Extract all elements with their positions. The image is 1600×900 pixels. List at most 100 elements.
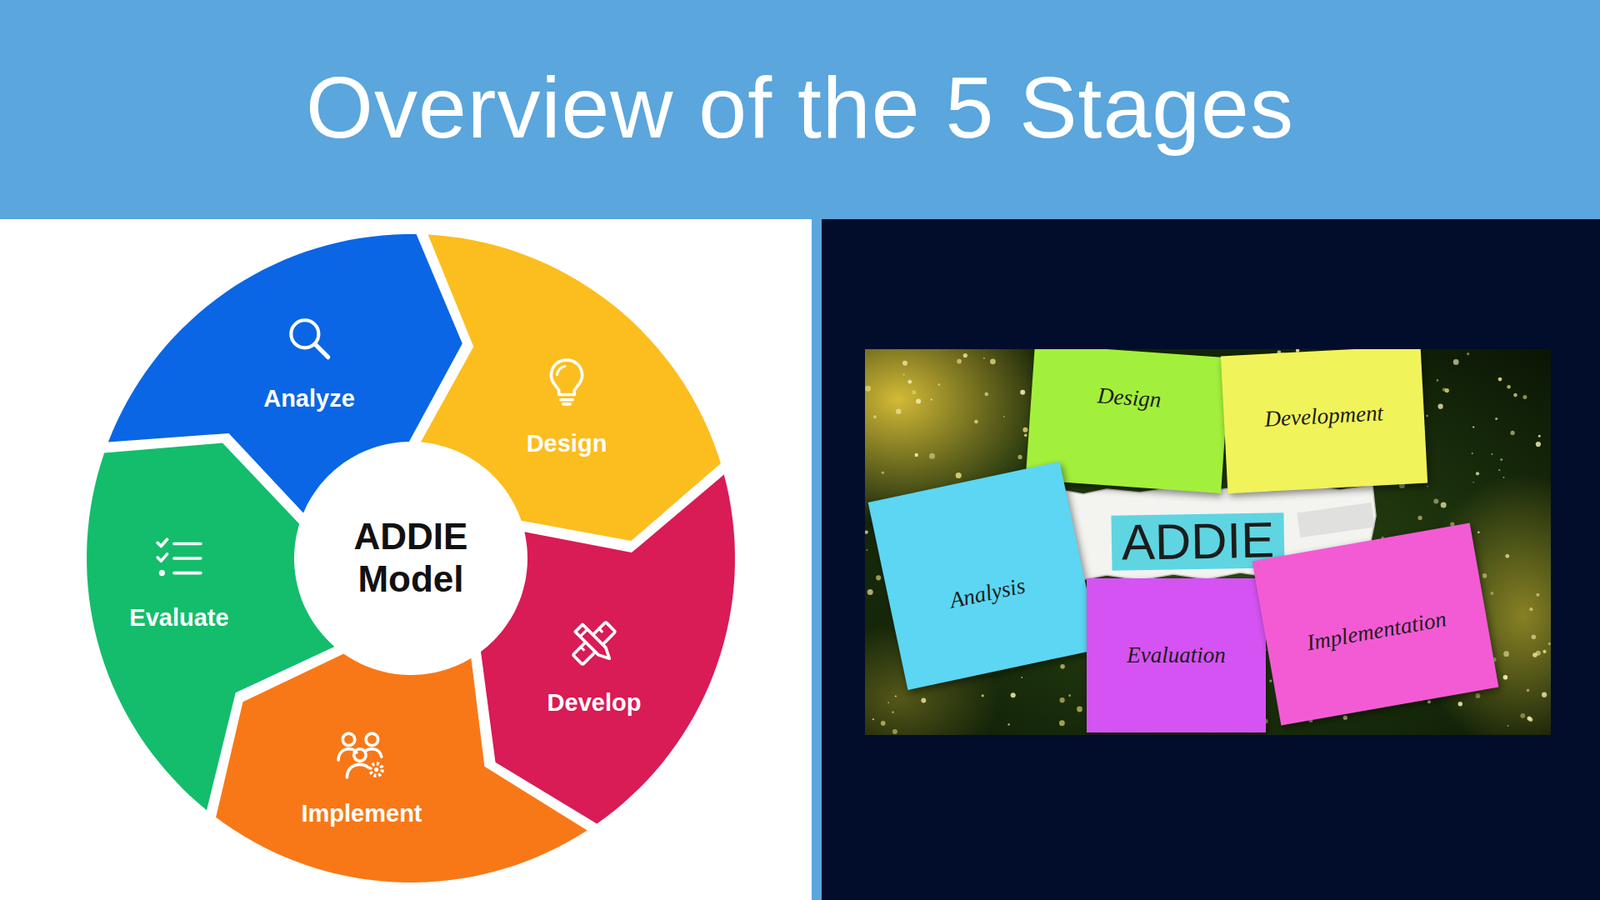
label-anchor: Implement xyxy=(300,800,422,828)
water-drop xyxy=(1024,434,1028,438)
water-drop xyxy=(1475,693,1481,699)
page-title: Overview of the 5 Stages xyxy=(305,58,1295,158)
stage-icon xyxy=(572,621,615,665)
water-drop xyxy=(1548,642,1551,645)
label-anchor: Analyze xyxy=(263,385,355,413)
water-drop xyxy=(1003,415,1005,418)
segment-shape xyxy=(215,653,588,883)
center-circle: ADDIE Model xyxy=(304,451,518,665)
wheel-segment: Implement xyxy=(215,653,588,883)
water-drop xyxy=(1477,530,1480,534)
segment-shape xyxy=(480,474,735,825)
stage-label: Analyze xyxy=(263,385,355,412)
water-drop xyxy=(929,453,935,460)
stage-label: Evaluate xyxy=(129,604,229,631)
note-label: Evaluation xyxy=(1126,641,1225,669)
water-drop xyxy=(1059,720,1065,726)
water-drop xyxy=(1535,441,1541,447)
water-drop xyxy=(1527,716,1532,721)
water-drop xyxy=(1526,689,1530,693)
water-drop xyxy=(915,453,919,457)
water-drop xyxy=(1018,455,1023,460)
water-drop xyxy=(902,360,908,366)
water-drop xyxy=(1542,650,1546,654)
water-drop xyxy=(974,420,979,425)
water-drop xyxy=(1440,501,1447,508)
water-drop xyxy=(891,710,894,713)
note-label: Design xyxy=(1096,381,1163,414)
wheel-segment: Evaluate xyxy=(86,442,335,811)
stage-icon xyxy=(338,733,383,778)
water-drop xyxy=(963,353,968,358)
water-drop xyxy=(1438,404,1444,410)
water-drop xyxy=(1458,701,1463,706)
water-drop xyxy=(1535,650,1541,656)
water-drop xyxy=(981,694,985,697)
note-label: Implementation xyxy=(1305,605,1450,656)
water-drop xyxy=(1472,425,1475,428)
water-drop xyxy=(1022,427,1028,433)
water-drop xyxy=(930,399,933,401)
water-drop xyxy=(1503,476,1505,479)
water-drop xyxy=(911,390,916,395)
water-drop xyxy=(872,718,875,720)
stage-icon xyxy=(550,360,582,405)
water-drop xyxy=(990,358,996,365)
stage-label: Implement xyxy=(300,800,422,827)
water-drop xyxy=(1453,359,1460,365)
water-drop xyxy=(1507,725,1510,727)
water-drop xyxy=(1466,352,1470,355)
water-drop xyxy=(1068,694,1071,697)
water-drop xyxy=(1076,706,1083,713)
water-drop xyxy=(1010,692,1016,698)
water-drop xyxy=(895,695,897,698)
water-drop xyxy=(1427,700,1431,704)
water-drop xyxy=(1505,554,1510,559)
note-label: Development xyxy=(1264,399,1385,433)
water-drop xyxy=(1520,713,1525,719)
water-drop xyxy=(887,701,890,704)
water-drop xyxy=(1506,385,1511,390)
water-drop xyxy=(1472,481,1475,484)
water-drop xyxy=(1433,499,1439,505)
water-drop xyxy=(1531,635,1537,640)
water-drop xyxy=(915,399,921,405)
water-drop xyxy=(1471,452,1474,455)
water-drop xyxy=(956,359,962,365)
note-label: Analysis xyxy=(947,571,1028,615)
water-drop xyxy=(937,383,940,386)
sticky-note: Analysis xyxy=(868,461,1100,690)
water-drop xyxy=(1020,390,1025,395)
segment-fill xyxy=(480,475,735,825)
segment-fill xyxy=(215,654,588,883)
water-drop xyxy=(1060,664,1065,670)
water-drop xyxy=(1538,435,1541,438)
panel-divider xyxy=(811,219,822,900)
water-drop xyxy=(1498,469,1500,471)
label-anchor: Design xyxy=(526,430,608,458)
stage-icon xyxy=(157,539,201,576)
stage-icon xyxy=(290,320,328,357)
wheel-segment: Develop xyxy=(480,474,735,825)
water-drop xyxy=(1510,430,1515,435)
water-drop xyxy=(1503,675,1509,680)
water-drop xyxy=(983,357,985,360)
label-anchor: Develop xyxy=(547,689,642,717)
water-drop xyxy=(907,380,912,385)
water-drop xyxy=(1495,417,1498,420)
water-drop xyxy=(1426,485,1429,488)
water-drop xyxy=(875,575,881,580)
label-anchor: Evaluate xyxy=(129,604,229,632)
water-drop xyxy=(1529,607,1533,611)
water-drop xyxy=(895,409,901,415)
sticky-note: Evaluation xyxy=(1086,578,1266,733)
water-drop xyxy=(1007,723,1010,726)
water-drop xyxy=(955,472,962,479)
water-drop xyxy=(1503,650,1510,657)
water-drop xyxy=(1436,379,1440,382)
water-drop xyxy=(1541,692,1547,698)
water-drop xyxy=(1482,573,1488,579)
sticky-note-photo: DesignDevelopmentADDIEAnalysisEvaluation… xyxy=(865,349,1551,735)
water-drop xyxy=(867,589,874,595)
